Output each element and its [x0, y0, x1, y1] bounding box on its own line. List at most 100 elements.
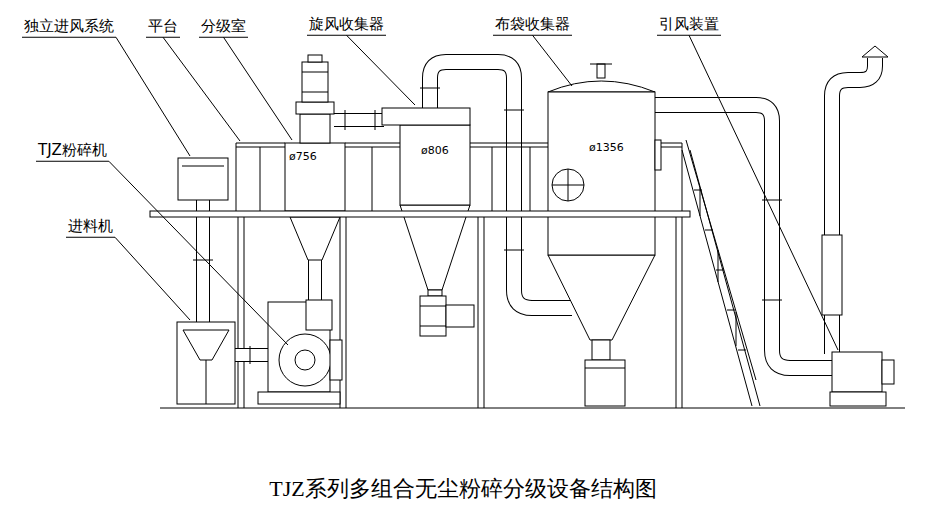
- valve-flange: [420, 326, 446, 327]
- handrail-post: [736, 312, 737, 346]
- motor-cap: [308, 55, 322, 62]
- feed-pipe: [233, 348, 270, 362]
- part-name: TJZ粉碎机: [38, 142, 107, 159]
- stair-step: [727, 310, 735, 311]
- dimension-label: ø1356: [589, 142, 624, 155]
- riser-pipe: [308, 258, 322, 304]
- stair-step: [705, 230, 713, 231]
- grinder-shell: [279, 334, 331, 386]
- leg: [484, 217, 485, 408]
- platform-beam: [150, 211, 690, 217]
- rain-hat: [862, 46, 888, 57]
- railing-post: [530, 147, 531, 211]
- stair-step: [716, 270, 724, 271]
- leg: [346, 217, 347, 408]
- railing: [345, 143, 400, 144]
- bag-cone: [548, 255, 655, 340]
- duct: [334, 113, 384, 127]
- stair-stringer: [690, 150, 760, 406]
- railing: [470, 147, 548, 148]
- motor-rib: [302, 92, 328, 93]
- valve-motor: [446, 305, 474, 327]
- part-name: 布袋收集器: [495, 16, 570, 33]
- part-name: 旋风收集器: [309, 16, 384, 33]
- leader-line: [109, 161, 288, 345]
- door-spoke: [568, 169, 569, 201]
- railing: [236, 143, 285, 211]
- grinder-base: [258, 392, 340, 404]
- access-door: [552, 169, 584, 201]
- riser-pipe: [309, 258, 321, 304]
- side-flange: [655, 140, 661, 170]
- dimension-label: ø756: [289, 151, 317, 164]
- classifier: [285, 55, 345, 260]
- duct: [650, 105, 834, 368]
- part-name: 独立进风系统: [24, 18, 114, 35]
- figure-caption: TJZ系列多组合无尘粉碎分级设备结构图: [269, 476, 656, 502]
- platform: [150, 143, 690, 217]
- classifier-cone: [290, 217, 340, 260]
- feed-pipe: [233, 349, 270, 361]
- feeder: [177, 322, 235, 404]
- valve-handle: [590, 64, 612, 65]
- duct: [334, 114, 384, 126]
- fan-housing: [832, 352, 882, 392]
- cyclone-inlet: [382, 108, 470, 125]
- flange: [375, 110, 376, 130]
- part-name: 平台: [148, 18, 178, 35]
- leg: [478, 217, 479, 408]
- feeder-axis: [206, 360, 207, 404]
- stair-step: [738, 350, 746, 351]
- classifier-body: [285, 143, 345, 211]
- cyclone-cone: [400, 205, 470, 290]
- leader-line: [224, 37, 293, 140]
- grinder-bearing: [330, 340, 342, 380]
- motor-rib: [302, 72, 328, 73]
- flange: [504, 110, 524, 111]
- product-container: [585, 360, 625, 406]
- handrail-post: [700, 188, 701, 216]
- classifier-neck: [300, 114, 330, 143]
- flange: [250, 346, 251, 364]
- container-rim: [585, 368, 625, 369]
- leader-lines: [22, 35, 838, 350]
- fan-motor: [882, 360, 894, 384]
- flange: [345, 110, 346, 130]
- railing: [470, 143, 548, 144]
- independent-air-inlet: [178, 158, 228, 200]
- flange: [762, 300, 782, 301]
- part-name: 引风装置: [659, 16, 719, 33]
- bag-dome: [548, 81, 655, 92]
- fan-base: [830, 392, 886, 406]
- classifier-motor: [302, 62, 328, 102]
- flange: [193, 260, 213, 261]
- top-valve: [597, 64, 605, 78]
- cyclone-neck: [428, 290, 442, 296]
- leader-line: [689, 35, 838, 350]
- grinder: [258, 300, 342, 404]
- railing-post: [260, 147, 261, 211]
- railing: [661, 147, 682, 148]
- leader-line: [163, 37, 240, 141]
- bag-body: [548, 92, 655, 255]
- discharge-valve: [592, 340, 610, 360]
- leg: [682, 217, 683, 408]
- stair-step: [694, 190, 702, 191]
- railing-post: [372, 147, 373, 211]
- flange: [420, 88, 440, 89]
- gearbox: [296, 102, 334, 114]
- stairs: [682, 140, 760, 406]
- grinder-outlet: [306, 300, 332, 330]
- stair-stringer: [682, 150, 752, 406]
- part-name: 分级室: [201, 18, 246, 35]
- duct: [650, 105, 834, 368]
- bag-collector: [548, 64, 661, 406]
- leg: [676, 217, 677, 408]
- leader-line: [115, 237, 190, 320]
- ground-line: [160, 408, 905, 409]
- leader-line: [533, 35, 573, 86]
- part-name: 进料机: [68, 218, 113, 235]
- handrail-post: [718, 250, 719, 282]
- cyclone: [382, 108, 474, 336]
